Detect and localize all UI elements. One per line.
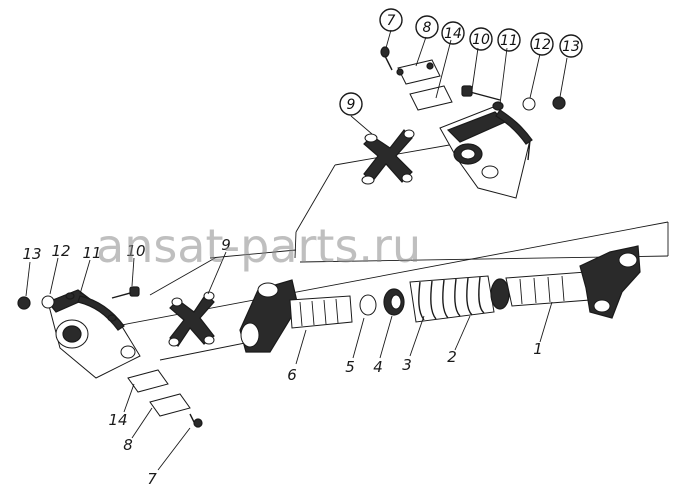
callout-10: 10 — [126, 242, 145, 260]
leader-lines — [25, 29, 568, 471]
ring-5 — [359, 294, 377, 316]
callout-circle-12: 12 — [530, 32, 554, 56]
lower-fasteners — [17, 286, 203, 428]
callout-circle-9: 9 — [339, 92, 363, 116]
upper-spider-cross — [361, 129, 415, 185]
callout-circle-7: 7 — [379, 8, 403, 32]
svg-text:12: 12 — [533, 37, 551, 53]
clamp-2 — [490, 278, 510, 310]
watermark-text: ansat-parts.ru — [96, 219, 421, 273]
svg-text:7: 7 — [387, 13, 396, 29]
callout-4: 4 — [373, 358, 383, 376]
boot-3 — [409, 275, 495, 323]
callout-14: 14 — [108, 411, 127, 429]
svg-text:10: 10 — [472, 32, 490, 48]
callout-6: 6 — [287, 366, 297, 384]
callout-1: 1 — [533, 340, 543, 358]
callout-2: 2 — [447, 348, 457, 366]
callout-13: 13 — [22, 245, 41, 263]
upper-flange-assembly — [439, 101, 533, 199]
svg-text:9: 9 — [347, 97, 356, 113]
callout-9: 9 — [221, 236, 231, 254]
callout-12: 12 — [51, 242, 70, 260]
callout-circle-10: 10 — [469, 27, 493, 51]
svg-text:8: 8 — [423, 20, 432, 36]
lower-spider-cross — [168, 291, 215, 347]
callout-7: 7 — [147, 470, 157, 488]
callout-8: 8 — [123, 436, 133, 454]
callout-circle-11: 11 — [497, 28, 521, 52]
svg-text:14: 14 — [444, 26, 462, 42]
upper-fasteners — [380, 46, 566, 111]
callout-3: 3 — [402, 356, 412, 374]
callout-circle-14: 14 — [441, 21, 465, 45]
seal-4 — [383, 288, 405, 316]
svg-text:11: 11 — [500, 33, 518, 49]
callout-circle-8: 8 — [415, 15, 439, 39]
sliding-yoke-1 — [505, 245, 641, 319]
callout-circle-13: 13 — [559, 34, 583, 58]
callout-11: 11 — [82, 244, 101, 262]
svg-text:13: 13 — [562, 39, 580, 55]
lower-flange-assembly — [47, 289, 141, 379]
splined-yoke-6 — [239, 279, 353, 353]
callout-5: 5 — [345, 358, 355, 376]
